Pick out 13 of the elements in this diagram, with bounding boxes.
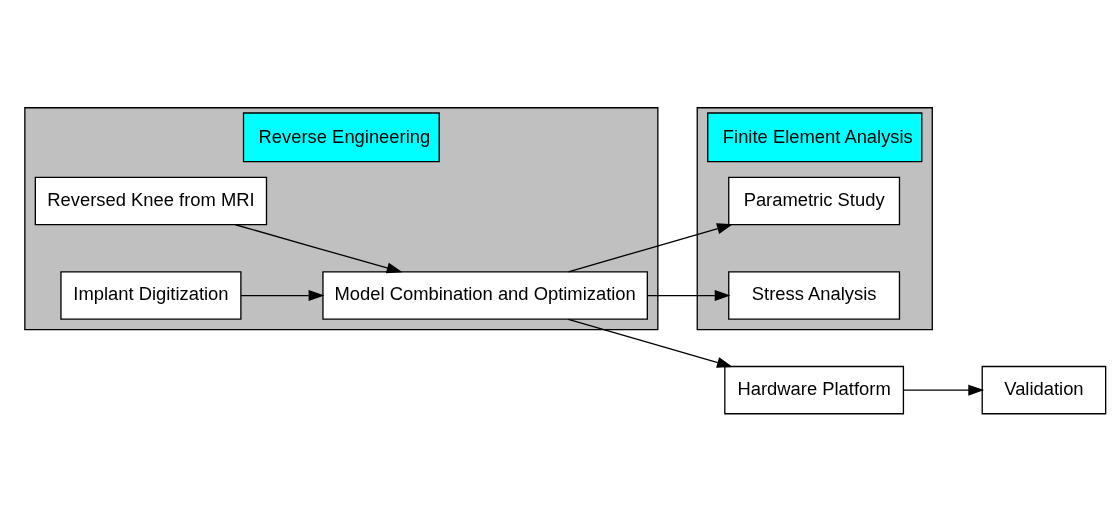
node-box: Implant Digitization	[60, 271, 242, 320]
arrow	[567, 318, 733, 368]
node-box: Model Combination and Optimization	[322, 271, 648, 320]
arrow	[647, 290, 731, 302]
node-box: Validation	[981, 365, 1107, 415]
arrow	[240, 290, 325, 302]
arrow	[903, 384, 985, 396]
node-box: Parametric Study	[728, 176, 901, 226]
node-box: Reversed Knee from MRI	[34, 176, 268, 226]
node-box: Hardware Platform	[724, 365, 905, 415]
arrow	[234, 224, 403, 274]
node-box: Stress Analysis	[728, 271, 901, 320]
arrow	[567, 223, 733, 273]
